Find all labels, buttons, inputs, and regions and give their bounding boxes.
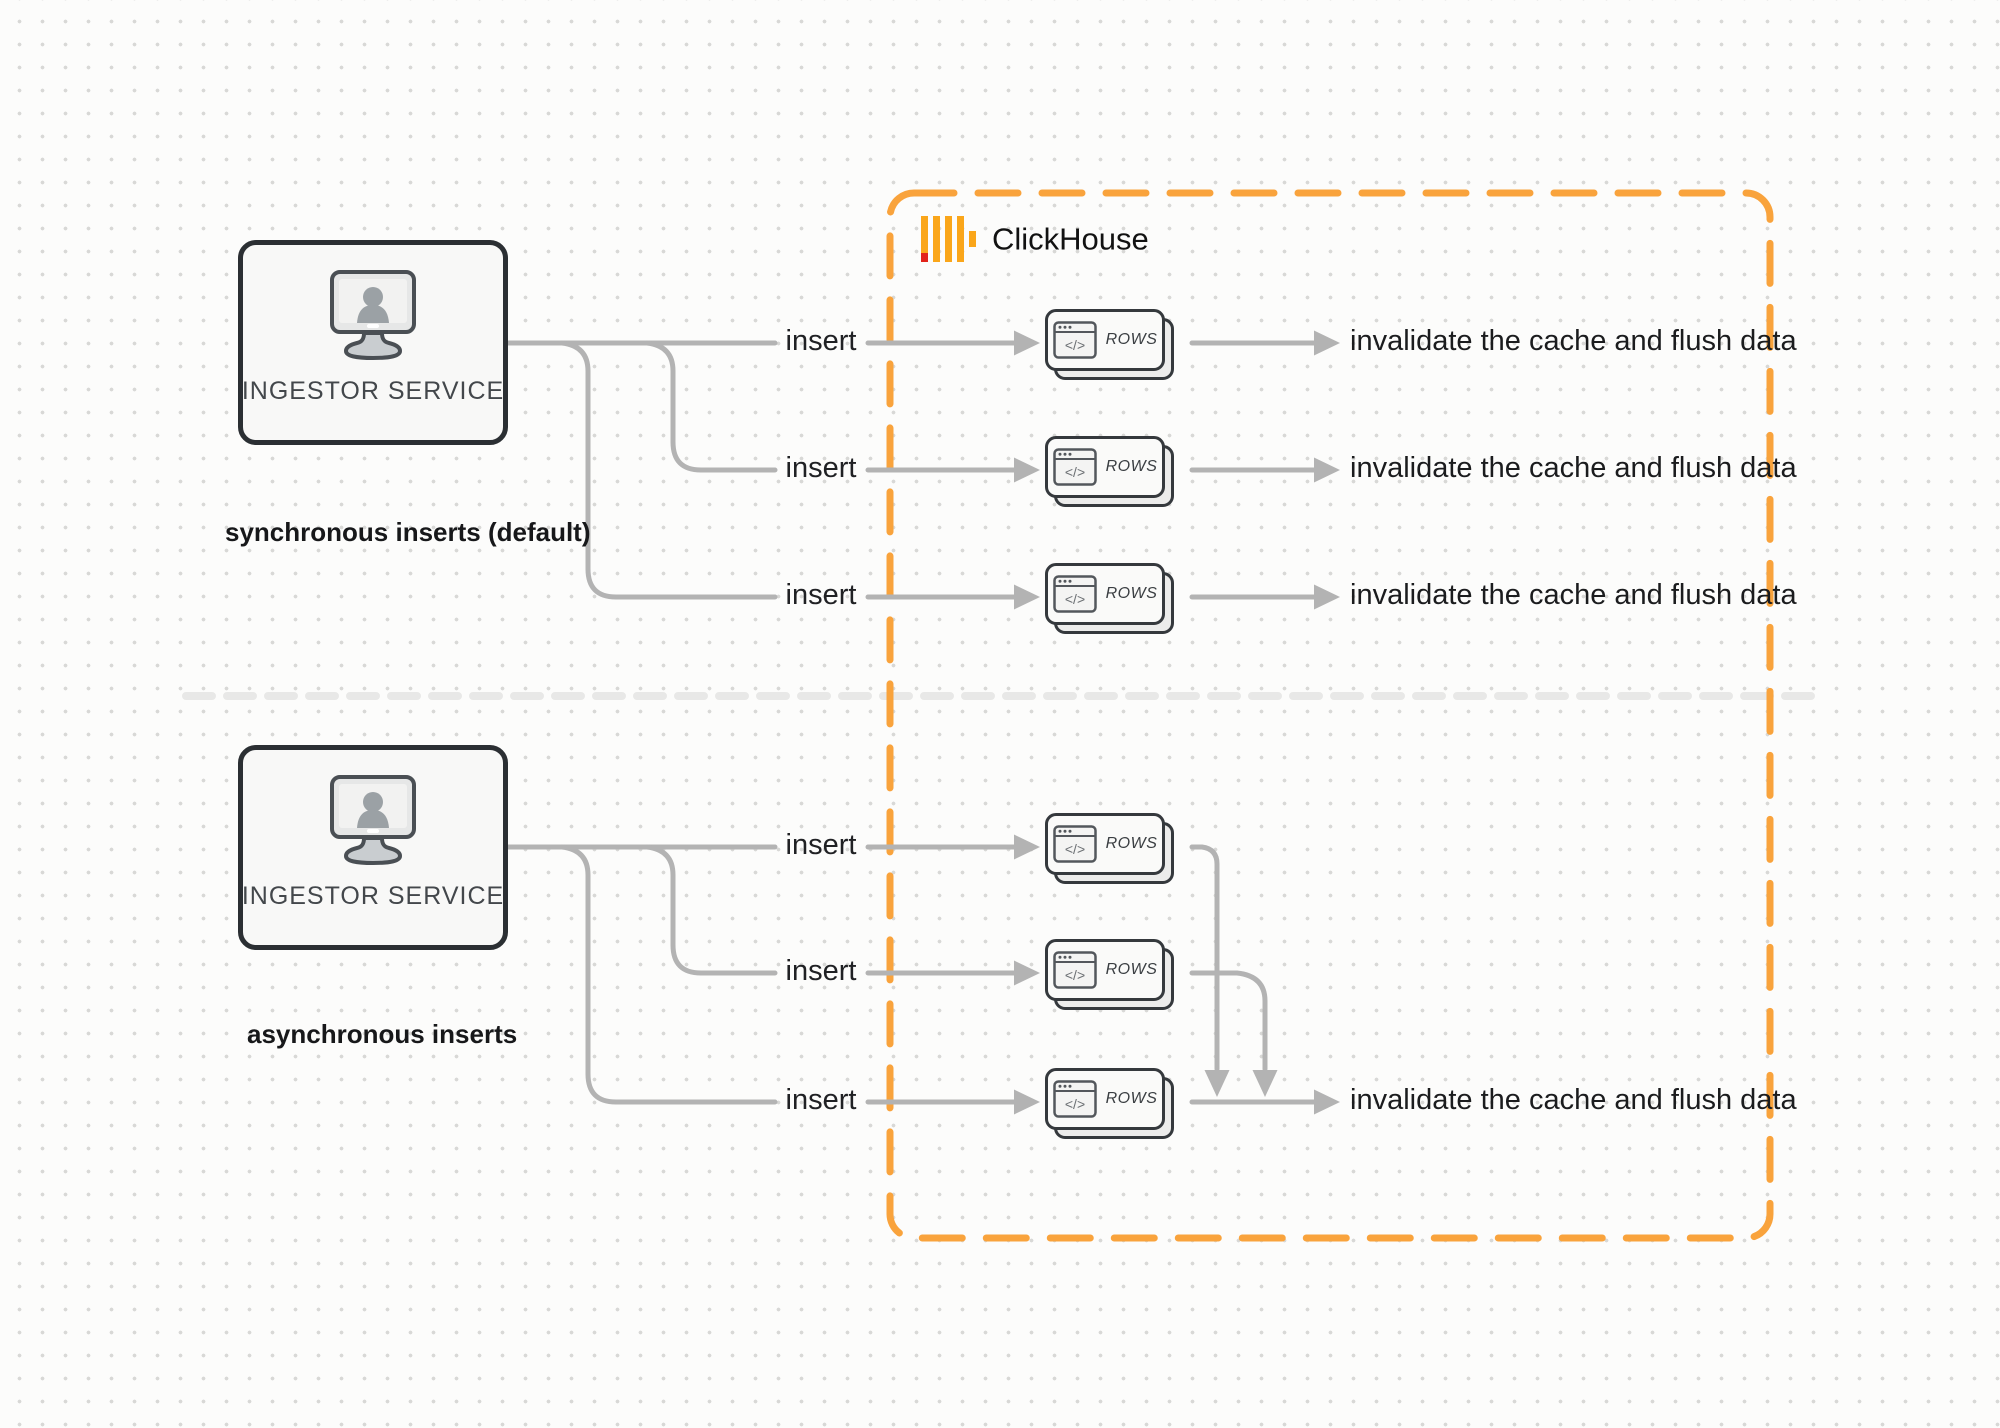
svg-text:</>: </> [1064,967,1084,983]
code-window-icon: </> [1052,825,1097,863]
ingestor-service-box-async: INGESTOR SERVICE [238,745,508,950]
arrowhead-right [1314,1089,1340,1115]
insert-label: insert [785,1084,857,1117]
arrowhead-right [1014,330,1040,356]
async-branch-row3 [559,844,778,1105]
arrowheads [1014,330,1340,1115]
insert-label: insert [785,579,857,612]
rows-stack-card: </> ROWS [1045,563,1179,639]
code-window-icon: </> [1052,448,1097,486]
monitor-user-icon [330,775,416,865]
svg-text:</>: </> [1064,591,1084,607]
insert-label: insert [785,829,857,862]
invalidate-cache-label: invalidate the cache and flush data [1350,325,1797,358]
code-window-icon: </> [1052,321,1097,359]
clickhouse-title: ClickHouse [992,221,1149,257]
arrowhead-right [1314,457,1340,483]
connector-lines [505,340,1318,1105]
arrowhead-right [1014,457,1040,483]
arrowhead-down [1204,1070,1230,1097]
rows-label: ROWS [1105,1090,1158,1107]
arrowhead-right [1014,834,1040,860]
invalidate-cache-label: invalidate the cache and flush data [1350,452,1797,485]
svg-text:</>: </> [1064,841,1084,857]
invalidate-cache-label: invalidate the cache and flush data [1350,579,1797,612]
monitor-user-icon [330,270,416,360]
insert-label: insert [785,452,857,485]
async-branch-row2 [644,844,778,976]
code-window-icon: </> [1052,575,1097,613]
code-window-icon: </> [1052,1080,1097,1118]
sync-branch-row3 [559,340,778,600]
ingestor-service-box-sync: INGESTOR SERVICE [238,240,508,445]
rows-stack-card: </> ROWS [1045,1068,1179,1144]
rows-stack-card: </> ROWS [1045,436,1179,512]
rows-label: ROWS [1105,961,1158,978]
arrowhead-down [1252,1070,1278,1097]
sync-branch-row2 [644,340,778,473]
rows-label: ROWS [1105,835,1158,852]
async-merge-line-1 [1189,844,1220,1072]
arrowhead-right [1014,960,1040,986]
rows-label: ROWS [1105,458,1158,475]
arrowhead-right [1014,584,1040,610]
arrowhead-right [1014,1089,1040,1115]
async-merge-line-2 [1189,970,1268,1072]
svg-text:</>: </> [1064,1096,1084,1112]
async-section-label: asynchronous inserts [247,1019,518,1049]
sync-section-label: synchronous inserts (default) [225,517,591,547]
svg-text:</>: </> [1064,337,1084,353]
insert-label: insert [785,955,857,988]
rows-stack-card: </> ROWS [1045,309,1179,385]
rows-stack-card: </> ROWS [1045,813,1179,889]
arrowhead-right [1314,584,1340,610]
code-window-icon: </> [1052,951,1097,989]
rows-stack-card: </> ROWS [1045,939,1179,1015]
invalidate-cache-label: invalidate the cache and flush data [1350,1084,1797,1117]
arrowhead-right [1314,330,1340,356]
rows-label: ROWS [1105,585,1158,602]
clickhouse-logo-icon [921,216,976,262]
svg-text:</>: </> [1064,464,1084,480]
ingestor-service-label: INGESTOR SERVICE [241,377,505,405]
clickhouse-boundary-box [886,189,1774,1242]
insert-label: insert [785,325,857,358]
rows-label: ROWS [1105,331,1158,348]
ingestor-service-label: INGESTOR SERVICE [241,882,505,910]
